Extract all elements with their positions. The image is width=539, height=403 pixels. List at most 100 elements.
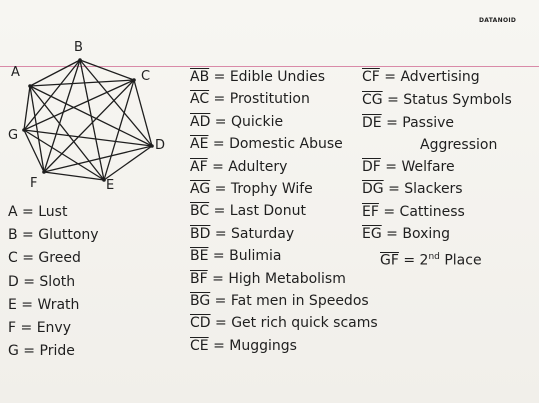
vertex-e — [102, 178, 106, 182]
legend-row: B = Gluttony — [8, 226, 99, 244]
edge-pair: CD — [190, 315, 211, 332]
edge-label: Bulimia — [229, 248, 282, 265]
edge-row: DE = Passive — [362, 114, 454, 132]
edge-row: CG = Status Symbols — [362, 91, 512, 109]
edge-label: High Metabolism — [228, 270, 346, 287]
legend-equals: = — [18, 273, 40, 290]
legend-sin: Sloth — [39, 273, 76, 290]
vertex-label-e: E — [106, 178, 115, 193]
edge-label-tail: Place — [444, 252, 482, 269]
legend-letter: F — [8, 320, 17, 336]
legend-equals: = — [17, 250, 39, 267]
edge-label: Boxing — [402, 226, 451, 242]
legend-sin: Greed — [38, 250, 81, 267]
legend-row: G = Pride — [8, 342, 75, 360]
edge-pair: CG — [362, 92, 383, 108]
vertex-a — [28, 84, 32, 88]
edge-equals: = — [382, 92, 404, 108]
edge-equals: = — [207, 270, 229, 287]
edge-ag — [23, 85, 31, 131]
legend-sin: Lust — [38, 204, 68, 220]
edge-label: 2 — [419, 252, 429, 269]
edge-equals: = — [381, 226, 403, 242]
edge-label: Status Symbols — [403, 92, 512, 108]
edge-cd — [133, 79, 153, 147]
edge-row: AB = Edible Undies — [190, 68, 325, 86]
legend-letter: E — [8, 296, 17, 313]
edge-label-superscript: nd — [428, 252, 440, 262]
edge-af — [29, 85, 45, 173]
edge-row: AE = Domestic Abuse — [190, 135, 343, 153]
edge-equals: = — [210, 293, 231, 309]
edge-equals: = — [210, 315, 232, 332]
edge-bf — [43, 59, 81, 173]
edge-equals: = — [380, 159, 402, 175]
vertex-label-f: F — [30, 176, 38, 191]
edge-row: EG = Boxing — [362, 225, 450, 243]
edge-label: Quickie — [231, 113, 284, 130]
edge-row: BD = Saturday — [190, 225, 294, 243]
edge-label: Saturday — [231, 225, 295, 242]
edge-label: Domestic Abuse — [229, 136, 343, 153]
edge-label-continued: Aggression — [420, 137, 498, 153]
edge-pair: AG — [190, 181, 211, 197]
vertex-label-d: D — [155, 138, 166, 153]
edge-row: BF = High Metabolism — [190, 270, 346, 288]
edge-row: CD = Get rich quick scams — [190, 314, 378, 332]
edge-row: EF = Cattiness — [362, 203, 465, 221]
edge-pair: BC — [190, 203, 210, 220]
edge-ef — [43, 171, 105, 181]
edge-ac — [29, 79, 135, 87]
legend-row: C = Greed — [8, 249, 81, 267]
edge-label: Muggings — [229, 337, 297, 354]
edge-pair: AF — [190, 158, 208, 175]
edge-pair: EG — [362, 226, 382, 242]
edge-equals: = — [207, 158, 229, 175]
edge-equals: = — [208, 136, 230, 153]
legend-equals: = — [16, 296, 38, 313]
legend-letter: B — [8, 227, 18, 244]
vertex-g — [22, 128, 26, 132]
legend-sin: Envy — [36, 320, 71, 336]
brand-logo: DATANOID — [479, 17, 517, 24]
edge-equals: = — [208, 337, 230, 354]
edge-equals: = — [209, 91, 230, 108]
edge-bg — [23, 59, 81, 131]
edge-pair: BG — [190, 293, 211, 309]
edge-equals: = — [398, 252, 420, 269]
legend-letter: C — [8, 250, 18, 267]
edge-pair: AE — [190, 136, 209, 153]
edge-label: Get rich quick scams — [231, 315, 378, 332]
edge-equals: = — [209, 69, 230, 85]
legend-letter: G — [8, 343, 19, 360]
vertex-label-c: C — [141, 69, 151, 84]
edge-label: Advertising — [400, 69, 480, 85]
edge-label: Adultery — [228, 158, 288, 175]
legend-sin: Wrath — [37, 296, 80, 313]
edge-row-continuation: Aggression — [420, 136, 497, 154]
edge-equals: = — [208, 248, 230, 265]
edge-label: Trophy Wife — [230, 181, 313, 197]
complete-graph-diagram — [22, 58, 154, 182]
edge-pair: CF — [362, 69, 380, 85]
vertex-label-g: G — [8, 128, 19, 143]
edge-equals: = — [210, 181, 231, 197]
vertex-d — [150, 144, 154, 148]
vertex-label-a: A — [11, 65, 20, 80]
edge-bd — [79, 59, 153, 147]
edge-be — [79, 59, 105, 181]
edge-pair: CE — [190, 337, 209, 354]
edge-fg — [23, 129, 45, 173]
vertex-c — [132, 78, 136, 82]
vertex-label-b: B — [74, 40, 83, 55]
edge-label: Edible Undies — [229, 69, 326, 85]
edge-row: DG = Slackers — [362, 180, 463, 198]
edge-ce — [103, 79, 135, 181]
legend-sin: Pride — [39, 343, 75, 360]
legend-row: D = Sloth — [8, 273, 75, 291]
edge-pair: AC — [190, 91, 210, 108]
edge-label: Cattiness — [399, 204, 465, 220]
edge-pair: DF — [362, 159, 381, 175]
legend-row: F = Envy — [8, 319, 71, 337]
